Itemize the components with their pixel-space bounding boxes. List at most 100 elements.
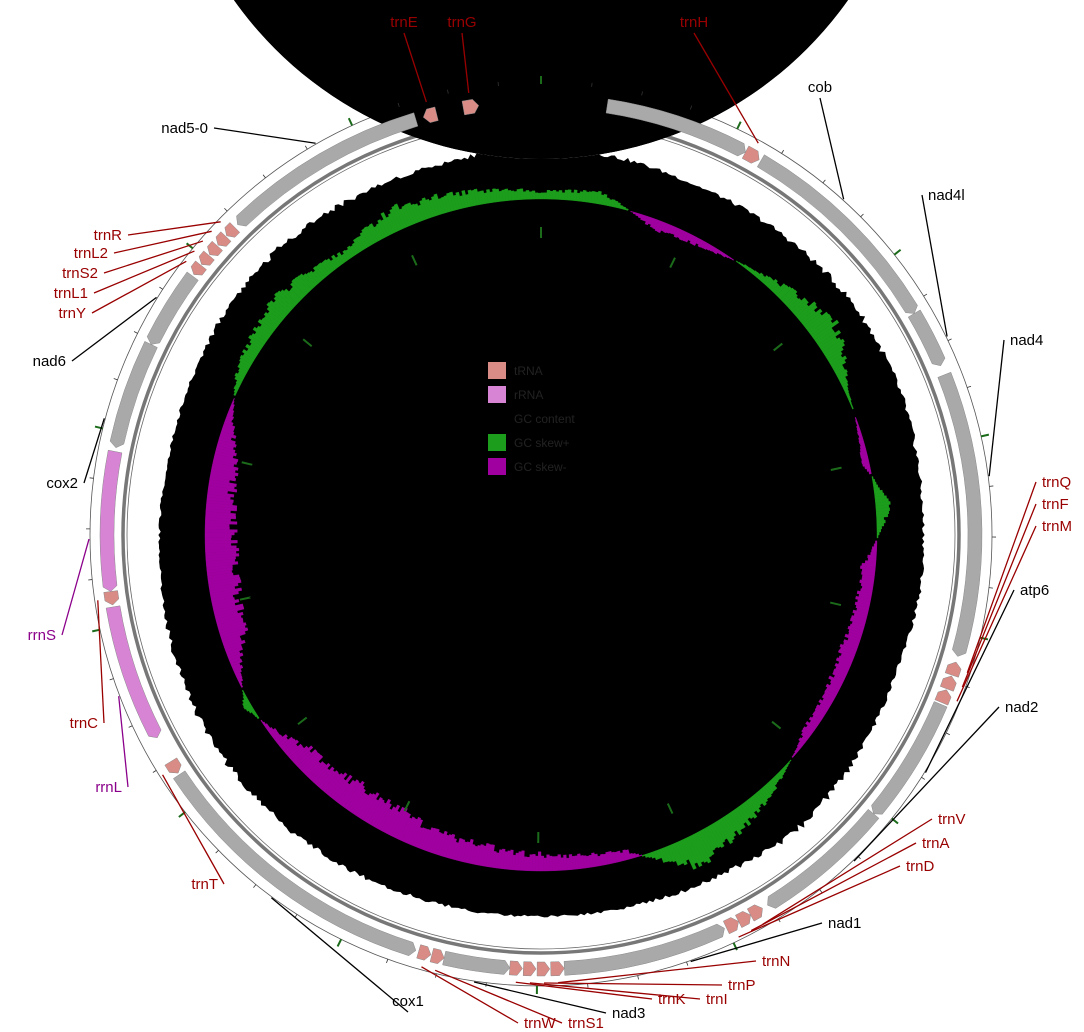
gc-skew-negative-segment <box>343 780 365 809</box>
gc-skew-negative-segment <box>855 595 872 603</box>
gc-skew-negative-segment <box>205 511 236 517</box>
feature-label-trny: trnY <box>58 305 86 322</box>
minor-tick <box>224 207 228 212</box>
gc-skew-negative-segment <box>291 745 309 763</box>
gc-skew-negative-segment <box>666 224 673 234</box>
gc-skew-negative-segment <box>801 728 812 738</box>
gc-skew-positive-segment <box>537 192 542 200</box>
minor-tick <box>965 685 970 688</box>
gc-skew-negative-segment <box>871 546 878 550</box>
gc-skew-positive-segment <box>851 405 854 410</box>
gc-skew-negative-segment <box>221 428 235 436</box>
feature-trnk <box>509 960 523 976</box>
gc-skew-positive-segment <box>455 191 463 210</box>
leader-line-nad4l <box>921 194 948 337</box>
gc-skew-negative-segment <box>336 779 356 804</box>
leader-line-nad2 <box>853 706 1000 862</box>
gc-skew-positive-segment <box>239 354 254 365</box>
kbp-tick-label: 9 kbp <box>305 705 327 715</box>
gc-skew-negative-segment <box>218 622 247 634</box>
gc-content-inner-band <box>169 0 912 907</box>
minor-tick <box>89 477 94 479</box>
gc-skew-negative-segment <box>207 574 240 582</box>
kbp-tick <box>830 466 842 472</box>
gc-skew-negative-segment <box>871 549 877 553</box>
gc-skew-negative-segment <box>220 627 249 640</box>
gc-skew-positive-segment <box>708 824 725 848</box>
gc-skew-positive-segment <box>276 290 296 309</box>
gc-skew-positive-segment <box>624 208 629 211</box>
gc-skew-positive-segment <box>558 190 563 200</box>
feature-trne <box>423 106 439 123</box>
gc-skew-negative-segment <box>453 838 463 861</box>
gc-skew-negative-segment <box>591 852 597 868</box>
gc-skew-negative-segment <box>728 256 732 260</box>
gc-skew-negative-segment <box>220 430 237 439</box>
gc-skew-track <box>204 188 891 872</box>
gc-skew-positive-segment <box>735 806 752 827</box>
feature-label-trnv: trnV <box>938 811 966 828</box>
gc-skew-negative-segment <box>697 239 705 248</box>
leader-line-trnc <box>97 600 105 724</box>
gc-skew-positive-segment <box>875 507 891 512</box>
gc-skew-positive-segment <box>784 293 798 307</box>
kbp-tick <box>239 596 251 601</box>
legend-label-rrna: rRNA <box>514 388 543 402</box>
kbp-tick-label: 11 kbp <box>251 463 277 473</box>
gc-skew-positive-segment <box>831 359 847 370</box>
gc-skew-negative-segment <box>860 453 868 459</box>
leader-line-trnr <box>127 221 221 236</box>
minor-tick <box>689 105 693 110</box>
gc-skew-positive-segment <box>590 190 596 204</box>
gc-skew-positive-segment <box>486 189 492 204</box>
kbp-tick-label: 2 kbp <box>753 353 775 363</box>
kbp-tick-label: 12 kbp <box>307 349 334 359</box>
gc-skew-negative-segment <box>529 854 533 872</box>
feature-trnp <box>536 961 551 977</box>
leader-line-rrns <box>61 538 90 636</box>
feature-cob <box>756 154 918 314</box>
gc-skew-negative-segment <box>868 470 872 475</box>
minor-tick <box>397 102 400 107</box>
gc-skew-negative-segment <box>388 806 406 836</box>
gc-skew-negative-segment <box>390 807 408 838</box>
gc-skew-positive-segment <box>449 191 458 211</box>
leader-line-trnd <box>738 865 901 938</box>
leader-line-nad1 <box>690 922 823 963</box>
gc-skew-negative-segment <box>224 639 246 651</box>
gc-skew-negative-segment <box>382 804 401 834</box>
gc-skew-positive-segment <box>421 197 432 219</box>
leader-line-trnv <box>762 818 933 925</box>
gc-skew-positive-segment <box>669 844 682 866</box>
feature-trnf <box>939 675 957 692</box>
gc-skew-positive-segment <box>528 191 533 200</box>
gc-skew-negative-segment <box>204 534 232 539</box>
gc-skew-negative-segment <box>380 806 397 832</box>
gc-skew-positive-segment <box>848 400 852 404</box>
gc-skew-negative-segment <box>600 853 606 866</box>
gc-skew-negative-segment <box>423 827 435 851</box>
gc-skew-negative-segment <box>224 419 234 426</box>
minor-tick <box>946 732 950 736</box>
gc-skew-positive-segment <box>876 528 881 533</box>
minor-tick <box>686 961 689 966</box>
gc-skew-positive-segment <box>355 236 366 251</box>
gc-skew-positive-segment <box>876 516 885 521</box>
gc-skew-positive-segment <box>252 326 270 341</box>
kbp-tick <box>403 800 411 812</box>
feature-trnh <box>741 145 760 164</box>
gc-skew-negative-segment <box>208 579 242 588</box>
legend-swatch-gc-content <box>488 410 506 427</box>
feature-trns2 <box>207 240 223 256</box>
feature-nad2 <box>767 808 880 909</box>
gc-skew-negative-segment <box>442 834 453 858</box>
minor-tick <box>133 331 138 334</box>
gc-skew-negative-segment <box>230 658 243 667</box>
gc-skew-positive-segment <box>798 304 818 322</box>
gc-skew-positive-segment <box>342 249 351 261</box>
gc-skew-negative-segment <box>365 796 383 824</box>
feature-trnt <box>164 757 182 774</box>
minor-tick <box>781 149 785 154</box>
gc-skew-positive-segment <box>261 317 277 331</box>
